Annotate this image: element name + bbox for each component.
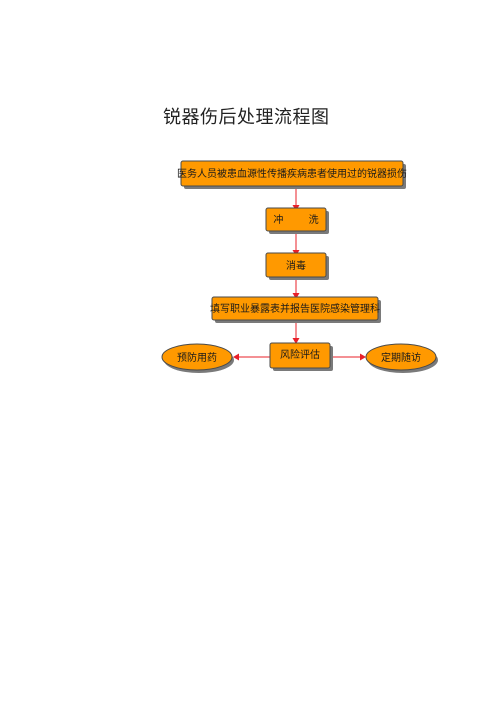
arrowhead-report-to-risk [292,338,300,344]
node-disinfect-box [265,252,327,278]
node-followup: 定期随访 [365,343,438,373]
node-prophylaxis-label: 预防用药 [177,351,217,364]
arrowhead-risk-to-followup [360,353,366,361]
node-report: 填写职业暴露表并报告医院感染管理科 [210,296,381,323]
node-report-label: 填写职业暴露表并报告医院感染管理科 [210,302,380,315]
node-risk: 风险评估 [269,342,333,371]
node-injury-box [180,160,404,187]
connectors [233,187,366,361]
node-rinse-box [265,207,327,232]
arrowhead-risk-to-prophylaxis [233,353,239,361]
node-prophylaxis: 预防用药 [161,343,234,373]
node-prophylaxis-ellipse [161,343,233,371]
node-disinfect: 消毒 [265,252,329,280]
node-risk-label: 风险评估 [280,348,320,361]
node-risk-box [269,342,331,369]
node-report-box [211,296,379,321]
node-disinfect-label: 消毒 [286,259,306,272]
node-rinse: 冲 洗 [265,207,329,234]
node-injury: 医务人员被患血源性传播疾病患者使用过的锐器损伤 [177,160,407,189]
arrowhead-disinfect-to-report [292,293,300,299]
node-followup-label: 定期随访 [381,351,421,364]
node-rinse-label: 冲 洗 [273,213,318,226]
node-injury-label: 医务人员被患血源性传播疾病患者使用过的锐器损伤 [177,167,407,180]
page-title: 锐器伤后处理流程图 [163,107,330,128]
node-followup-ellipse [365,343,437,371]
